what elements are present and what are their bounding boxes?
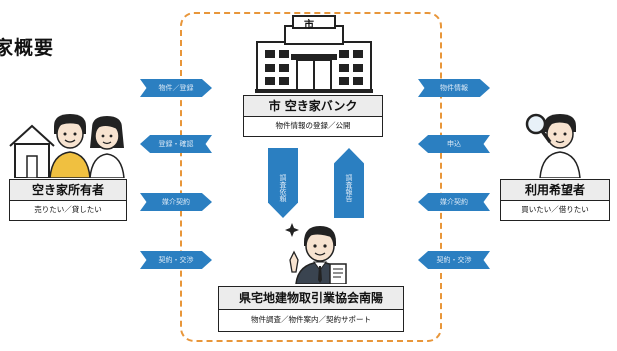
up-arrow-label: 調査報告	[345, 174, 353, 202]
owners-illustration	[8, 112, 130, 178]
down-arrow-label: 調査依頼	[279, 174, 287, 202]
right-arrow-4: 契約・交渉	[418, 251, 490, 269]
city-akiya-bank-box: 市 空き家バンク 物件情報の登録／公開	[243, 95, 383, 137]
building-sign: 市	[304, 20, 314, 31]
left-arrow-3: 媒介契約	[140, 193, 212, 211]
city-box-title: 市 空き家バンク	[244, 96, 382, 117]
city-area-frame	[180, 12, 442, 342]
left-arrow-2: 登録・確認	[140, 135, 212, 153]
right-arrow-3: 媒介契約	[418, 193, 490, 211]
user-box: 利用希望者 買いたい／借りたい	[500, 179, 610, 221]
down-arrow: 調査依頼	[268, 148, 298, 218]
owner-box-subtitle: 売りたい／貸したい	[34, 205, 102, 214]
association-box-subtitle: 物件調査／物件案内／契約サポート	[251, 315, 371, 324]
city-hall-illustration	[255, 14, 373, 94]
user-illustration	[522, 112, 592, 178]
up-arrow: 調査報告	[334, 148, 364, 218]
user-box-subtitle: 買いたい／借りたい	[521, 205, 589, 214]
right-arrow-1: 物件情報	[418, 79, 490, 97]
owner-box: 空き家所有者 売りたい／貸したい	[9, 179, 127, 221]
association-box-title: 県宅地建物取引業協会南陽	[219, 287, 403, 310]
page-title: 家概要	[0, 37, 55, 59]
user-box-title: 利用希望者	[501, 180, 609, 201]
left-arrow-1: 物件／登録	[140, 79, 212, 97]
agent-illustration	[282, 222, 354, 284]
left-arrow-4: 契約・交渉	[140, 251, 212, 269]
right-arrow-2: 申込	[418, 135, 490, 153]
owner-box-title: 空き家所有者	[10, 180, 126, 201]
association-box: 県宅地建物取引業協会南陽 物件調査／物件案内／契約サポート	[218, 286, 404, 332]
city-box-subtitle: 物件情報の登録／公開	[275, 121, 351, 130]
